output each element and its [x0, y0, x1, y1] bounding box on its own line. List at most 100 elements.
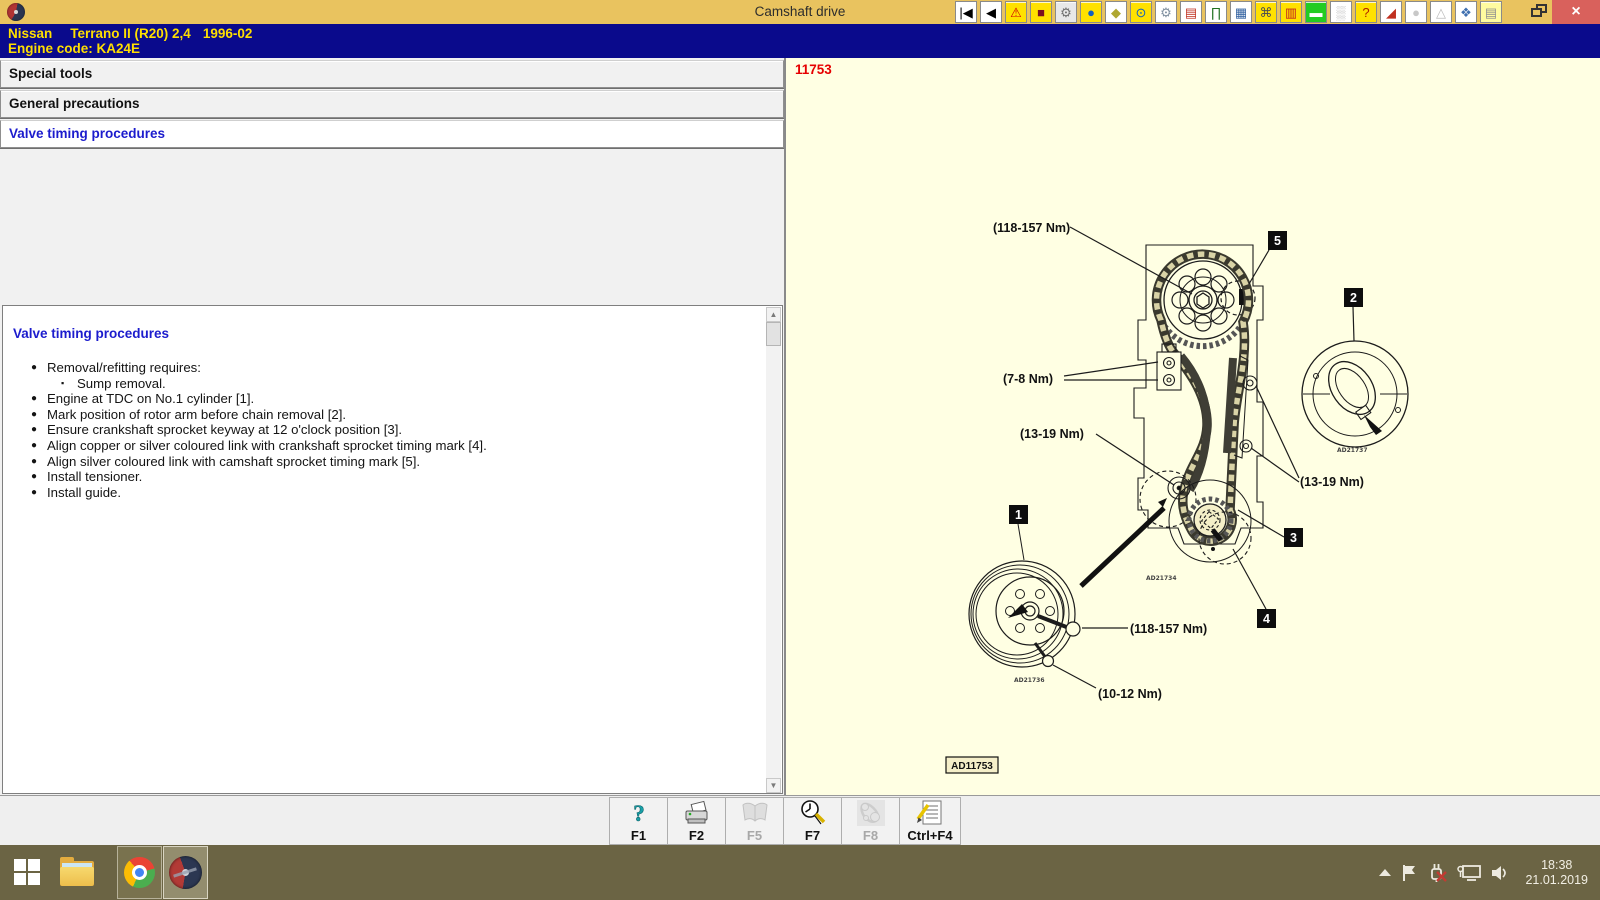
special-tools-icon[interactable]: ⚙: [1055, 1, 1077, 23]
clock[interactable]: 18:38 21.01.2019: [1519, 858, 1594, 888]
gears-icon[interactable]: ⚙: [1155, 1, 1177, 23]
belt-drive-button: F8: [841, 797, 900, 845]
right-guide-bracket: [1233, 355, 1249, 459]
svg-text:AD11753: AD11753: [951, 761, 993, 772]
component-icon[interactable]: ◆: [1105, 1, 1127, 23]
panel-icon[interactable]: ▤: [1480, 1, 1502, 23]
tractor-icon[interactable]: ◢: [1380, 1, 1402, 23]
windows-logo-icon: [14, 859, 26, 871]
right-guide-bolts: [1239, 375, 1258, 453]
list-item: ●Removal/refitting requires:: [31, 360, 201, 375]
engine-icon[interactable]: ▤: [1180, 1, 1202, 23]
list-item: ●Mark position of rotor arm before chain…: [31, 406, 347, 422]
svg-text:?: ?: [633, 801, 645, 826]
chrome-button[interactable]: [117, 846, 162, 899]
lift-icon[interactable]: ∏: [1205, 1, 1227, 23]
equipment-icon[interactable]: ▬: [1305, 1, 1327, 23]
scroll-thumb[interactable]: [766, 322, 781, 346]
printer-icon: [683, 798, 711, 828]
no-internet-icon[interactable]: [1426, 863, 1448, 883]
globe-icon[interactable]: ●: [1080, 1, 1102, 23]
distributor-rotor: [1301, 340, 1409, 448]
close-window-button[interactable]: ×: [1552, 0, 1600, 24]
list-item: ●Engine at TDC on No.1 cylinder [1].: [31, 391, 255, 407]
vehicle-years: 1996-02: [202, 26, 253, 41]
scroll-down-button[interactable]: ▼: [766, 778, 781, 793]
vehicle-model: Terrano II (R20) 2,4: [70, 26, 191, 41]
tab-special-tools[interactable]: Special tools: [0, 60, 784, 88]
vehicle-header: Nissan Terrano II (R20) 2,4 1996-02 Engine…: [0, 24, 1600, 58]
gauge-icon[interactable]: ⊙: [1130, 1, 1152, 23]
triangle-disabled-icon[interactable]: △: [1430, 1, 1452, 23]
print-button[interactable]: F2: [667, 797, 726, 845]
gloves-icon[interactable]: ▒: [1330, 1, 1352, 23]
front-cover-outline: [1133, 244, 1264, 545]
restore-window-button[interactable]: [1531, 4, 1549, 19]
times-zoom-button[interactable]: F7: [783, 797, 842, 845]
left-chain-guide: [1177, 353, 1212, 493]
torque-right-guide: (13-19 Nm): [1300, 475, 1364, 489]
show-hidden-icons[interactable]: [1378, 868, 1392, 878]
system-tray: 18:38 21.01.2019: [1378, 845, 1594, 900]
window-title: Camshaft drive: [754, 4, 846, 19]
start-button[interactable]: [14, 859, 41, 886]
tab-general-precautions[interactable]: General precautions: [0, 90, 784, 118]
diagnostic-tester-icon[interactable]: ■: [1030, 1, 1052, 23]
timing-chain-diagram: (118-157 Nm) (7-8 Nm) (13-19 Nm) (13-19 …: [945, 221, 1409, 774]
chrome-icon: [124, 857, 155, 888]
list-item: ●Align copper or silver coloured link wi…: [31, 437, 487, 453]
code-pulley: AD21736: [1014, 677, 1045, 684]
torque-small-bolts: (10-12 Nm): [1098, 687, 1162, 701]
notes-button[interactable]: Ctrl+F4: [899, 797, 961, 845]
callout-1: 1: [1009, 505, 1028, 524]
list-item: ●Install tensioner.: [31, 469, 143, 485]
torque-cam-sprocket: (118-157 Nm): [993, 221, 1070, 235]
parts-icon[interactable]: ❖: [1455, 1, 1477, 23]
content-scrollbar[interactable]: ▲ ▼: [766, 307, 781, 793]
go-first-icon[interactable]: |◀: [955, 1, 977, 23]
titlebar-toolbar: |◀◀⚠■⚙●◆⊙⚙▤∏▦⌘▥▬▒?◢●△❖▤: [955, 1, 1502, 23]
action-center-flag-icon[interactable]: [1401, 864, 1417, 882]
list-item: ▪Sump removal.: [61, 375, 166, 391]
content-heading: Valve timing procedures: [13, 326, 170, 341]
car-query-icon[interactable]: ?: [1355, 1, 1377, 23]
file-explorer-button[interactable]: [60, 857, 94, 886]
speaker-icon[interactable]: [1490, 864, 1510, 882]
oval-disabled-icon[interactable]: ●: [1405, 1, 1427, 23]
truck-icon[interactable]: ▦: [1230, 1, 1252, 23]
svg-text:1: 1: [1015, 508, 1022, 522]
restore-icon-front: [1531, 8, 1542, 17]
list-item: ●Align silver coloured link with camshaf…: [31, 453, 421, 469]
remote-display-icon[interactable]: [1457, 864, 1482, 882]
svg-text:2: 2: [1350, 291, 1357, 305]
list-item: ●Install guide.: [31, 484, 122, 500]
crankshaft-sprocket: [1168, 479, 1252, 565]
tray-time: 18:38: [1541, 857, 1573, 872]
panel-divider: [784, 58, 786, 795]
vehicle-make: Nissan: [8, 26, 53, 41]
tab-valve-timing-procedures[interactable]: Valve timing procedures: [0, 120, 784, 148]
torque-tensioner: (13-19 Nm): [1020, 427, 1084, 441]
autodata-app-button[interactable]: [163, 846, 208, 899]
magnifier-clock-icon: [799, 798, 827, 828]
book-icon: [741, 798, 769, 828]
engine-code-line: Engine code: KA24E: [8, 41, 141, 56]
right-chain-guide: [1223, 357, 1237, 454]
meter-icon[interactable]: ▥: [1280, 1, 1302, 23]
vehicle-line: Nissan Terrano II (R20) 2,4 1996-02: [8, 26, 1600, 41]
code-block: AD21734: [1146, 575, 1177, 582]
warning-icon[interactable]: ⚠: [1005, 1, 1027, 23]
svg-text:3: 3: [1290, 531, 1297, 545]
scroll-up-button[interactable]: ▲: [766, 307, 781, 322]
go-back-icon[interactable]: ◀: [980, 1, 1002, 23]
function-key-bar: ? F1 F2 F5: [0, 795, 1600, 845]
page-code: 11753: [795, 62, 832, 77]
taskbar: 18:38 21.01.2019: [0, 845, 1600, 900]
code-distributor: AD21737: [1337, 447, 1368, 454]
figure-code-box: AD11753: [945, 756, 999, 774]
illustration-panel: 11753: [786, 58, 1600, 795]
help-button[interactable]: ? F1: [609, 797, 668, 845]
guide-bolt-bracket: [1156, 343, 1182, 391]
key-icon[interactable]: ⌘: [1255, 1, 1277, 23]
tray-date: 21.01.2019: [1525, 872, 1588, 887]
